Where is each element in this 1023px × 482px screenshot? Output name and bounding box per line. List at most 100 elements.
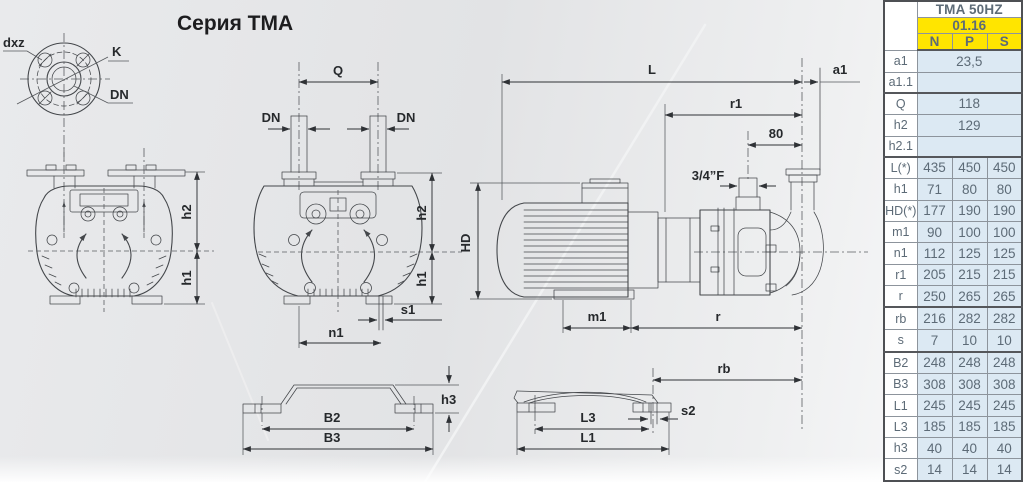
row-label: s2 <box>883 458 918 482</box>
value-cell: 90 <box>916 220 953 244</box>
row-label: m1 <box>883 220 918 244</box>
row-label: h3 <box>883 437 918 460</box>
value-cell: 245 <box>951 394 988 417</box>
dim-label-m1: m1 <box>588 309 607 324</box>
dim-label-dn-right: DN <box>397 110 416 125</box>
value-cell: 80 <box>986 178 1023 201</box>
value-cell: 248 <box>986 350 1023 375</box>
pump-front-view: Q DN DN <box>253 62 462 348</box>
value-cell: 250 <box>916 284 953 308</box>
dim-label-l: L <box>648 62 656 77</box>
base-side-view: rb s2 L3 L1 <box>513 361 803 455</box>
row-label: h2.1 <box>883 135 918 158</box>
value-cell: 125 <box>951 242 988 265</box>
value-cell: 80 <box>951 178 988 201</box>
value-cell-merged: 129 <box>916 114 1023 137</box>
row-label: h2 <box>883 114 918 137</box>
row-label: n1 <box>883 242 918 265</box>
value-cell: 100 <box>986 220 1023 244</box>
value-cell: 190 <box>951 199 988 222</box>
table-corner-cell <box>883 0 918 51</box>
row-label: B3 <box>883 373 918 396</box>
value-cell: 248 <box>916 350 953 375</box>
column-header-p: P <box>951 33 988 51</box>
row-label: a1.1 <box>883 71 918 94</box>
value-cell: 14 <box>986 458 1023 482</box>
value-cell: 10 <box>951 328 988 353</box>
value-cell: 112 <box>916 242 953 265</box>
model-header: TMA 50HZ <box>916 0 1023 18</box>
dim-label-dn-flange: DN <box>110 87 129 102</box>
row-label: r1 <box>883 263 918 286</box>
value-cell: 40 <box>951 437 988 460</box>
background-watermark <box>211 23 707 482</box>
value-cell: 185 <box>951 415 988 439</box>
dim-label-l1: L1 <box>580 430 595 445</box>
row-label: L1 <box>883 394 918 417</box>
dim-label-b2: B2 <box>324 410 341 425</box>
row-label: L(*) <box>883 155 918 180</box>
dim-label-n1: n1 <box>328 325 343 340</box>
dim-label-thread: 3/4”F <box>692 168 725 183</box>
value-cell: 450 <box>951 155 988 180</box>
value-cell: 71 <box>916 178 953 201</box>
page-title: Серия TMA <box>177 12 293 35</box>
value-cell: 215 <box>986 263 1023 286</box>
value-cell: 100 <box>951 220 988 244</box>
pump-front-left-view: h2 h1 <box>26 148 214 312</box>
value-cell: 216 <box>916 306 953 330</box>
value-cell-merged: 118 <box>916 91 1023 116</box>
dim-label-a1: a1 <box>833 62 847 77</box>
table-row: h2.1 <box>883 135 1023 158</box>
value-cell: 177 <box>916 199 953 222</box>
dim-label-r: r <box>715 309 720 324</box>
technical-drawing: Серия TMA dxz K DN <box>3 12 868 482</box>
row-label: rb <box>883 306 918 330</box>
row-label: HD(*) <box>883 199 918 222</box>
value-cell: 265 <box>951 284 988 308</box>
dim-label-hd: HD <box>458 234 473 253</box>
flange-detail-view: dxz K DN <box>3 33 133 162</box>
value-cell: 40 <box>986 437 1023 460</box>
value-cell: 40 <box>916 437 953 460</box>
pump-side-view: L a1 r1 80 3/4”F HD <box>458 58 868 432</box>
row-label: Q <box>883 91 918 116</box>
value-cell-merged <box>916 135 1023 158</box>
dim-label-dxz: dxz <box>3 35 25 50</box>
value-cell: 265 <box>986 284 1023 308</box>
dim-label-h1-left: h1 <box>179 270 194 285</box>
revision-header: 01.16 <box>916 17 1023 34</box>
value-cell: 7 <box>916 328 953 353</box>
value-cell: 308 <box>986 373 1023 396</box>
value-cell: 245 <box>986 394 1023 417</box>
dim-label-k: K <box>112 44 122 59</box>
value-cell: 248 <box>951 350 988 375</box>
dim-label-rb: rb <box>718 361 731 376</box>
dim-label-l3: L3 <box>580 410 595 425</box>
dimension-table-header: TMA 50HZ 01.16 N P S <box>883 0 1023 51</box>
dim-label-dn-left: DN <box>262 110 281 125</box>
dim-label-s2: s2 <box>681 403 695 418</box>
value-cell: 435 <box>916 155 953 180</box>
row-label: a1 <box>883 49 918 73</box>
value-cell: 245 <box>916 394 953 417</box>
row-label: B2 <box>883 350 918 375</box>
table-row: a1.1 <box>883 71 1023 94</box>
dim-label-b3: B3 <box>324 430 341 445</box>
column-header-n: N <box>916 33 953 51</box>
value-cell: 205 <box>916 263 953 286</box>
dim-label-h3: h3 <box>441 392 456 407</box>
value-cell: 308 <box>916 373 953 396</box>
